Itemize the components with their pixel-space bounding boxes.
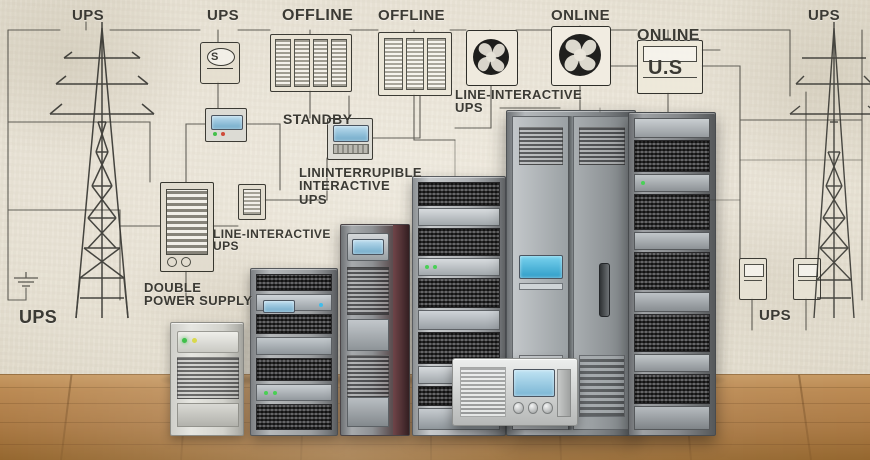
diagram-label-online-2: ONLINE xyxy=(637,27,700,44)
electric-meter-icon xyxy=(637,40,703,94)
diagram-label-offline-1: OFFLINE xyxy=(282,7,354,24)
cooling-fan-icon xyxy=(466,30,518,86)
tower-ups-unit xyxy=(170,322,244,436)
diagram-label-ups-top-second: UPS xyxy=(207,7,240,24)
inverter-cabinet-icon xyxy=(160,182,214,272)
breaker-panel-icon xyxy=(378,32,452,96)
junction-box-icon xyxy=(238,184,266,220)
electric-meter-icon: S xyxy=(200,42,240,84)
ups-display-icon xyxy=(205,108,247,142)
diagram-label-ups-bottom-right: UPS xyxy=(759,307,792,324)
diagram-label-ups-bottom-left: UPS xyxy=(19,307,58,327)
diagram-label-line-interactive-ups-mid: LINE-INTERACTIVE UPS xyxy=(213,227,331,254)
ups-front-display xyxy=(513,369,555,397)
tall-ups-tower xyxy=(340,224,410,436)
transmission-pylon xyxy=(780,18,870,326)
ground-symbol-icon xyxy=(14,272,38,287)
diagram-label-ups-top-right: UPS xyxy=(808,7,841,24)
cooling-fan-icon xyxy=(551,26,611,86)
diagram-label-line-interactive-ups-top: LINE-INTERACTIVE UPS xyxy=(455,87,583,116)
electric-meter-icon xyxy=(739,258,767,300)
cabinet-display xyxy=(519,255,563,279)
diagram-label-ups-meter-right: U.S xyxy=(648,57,683,79)
diagram-label-online-1: ONLINE xyxy=(551,7,611,24)
rackmount-ups-front xyxy=(452,358,578,426)
diagram-label-offline-2: OFFLINE xyxy=(378,7,445,24)
diagram-label-double-power-supply: DOUBLE POWER SUPPLY xyxy=(144,280,253,309)
tall-server-rack-right xyxy=(628,112,716,436)
transmission-pylon xyxy=(36,18,168,326)
ups-controller-icon xyxy=(327,118,373,160)
diagram-label-uninterruptible-interactive: LININTERRUPIBLE INTERACTIVE UPS xyxy=(299,165,422,207)
diagram-label-standby: STANDBY xyxy=(283,111,353,127)
small-server-rack xyxy=(250,268,338,436)
diagram-label-ups-top-left: UPS xyxy=(72,7,105,24)
breaker-panel-icon xyxy=(270,34,352,92)
